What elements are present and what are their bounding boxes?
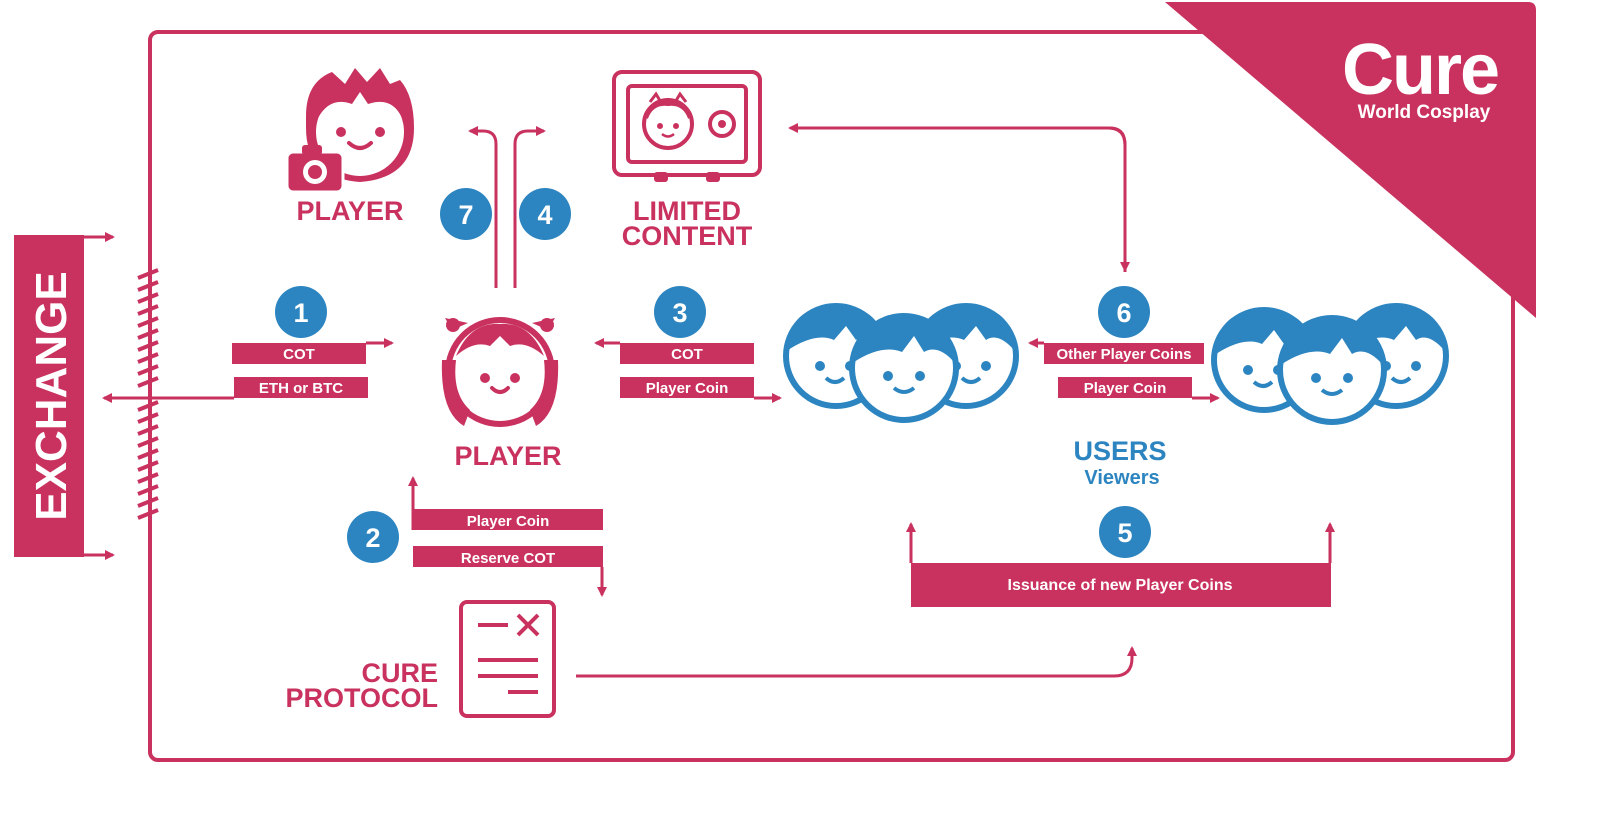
flow-tag-issuance [911, 563, 1331, 607]
brand-name: Cure [1342, 30, 1498, 110]
step-6: 6 [1098, 286, 1150, 338]
flow-label-other-player-coins: Other Player Coins [1056, 346, 1191, 363]
exchange-block: EXCHANGE [14, 232, 115, 560]
svg-text:6: 6 [1116, 298, 1131, 328]
flow-tag-player-coin-6 [1058, 377, 1192, 398]
flow-label-player-coin-2: Player Coin [467, 513, 550, 530]
flow-tag-player-coin-2 [413, 509, 603, 530]
exchange-gate [137, 268, 159, 520]
svg-text:1: 1 [293, 298, 308, 328]
player-face-icon [441, 317, 559, 427]
flow-arrow-content-users [788, 123, 1127, 272]
cure-protocol-label-2: PROTOCOL [285, 683, 438, 713]
safe-icon [612, 70, 762, 182]
flow-tag-other-player-coins [1044, 343, 1204, 364]
svg-text:4: 4 [537, 200, 552, 230]
users-label: USERS [1073, 436, 1166, 466]
user-group-left [783, 303, 1019, 423]
player-photographer-icon [285, 68, 414, 194]
flow-label-cot-3: COT [671, 346, 703, 363]
camera-icon [285, 145, 345, 194]
flow-label-player-coin-3: Player Coin [646, 380, 729, 397]
limited-content-label-1: LIMITED [633, 196, 741, 226]
svg-text:7: 7 [458, 200, 473, 230]
player-center-label: PLAYER [454, 441, 561, 471]
main-frame [148, 30, 1515, 762]
flow-label-issuance: Issuance of new Player Coins [1008, 577, 1233, 594]
user-group-right [1211, 303, 1449, 425]
flow-label-cot-1: COT [283, 346, 315, 363]
exchange-label: EXCHANGE [27, 271, 76, 520]
flow-arrow-protocol-issuance [576, 646, 1137, 678]
svg-text:2: 2 [365, 523, 380, 553]
users-sub-label: Viewers [1084, 467, 1159, 489]
cure-protocol-label-1: CURE [361, 658, 438, 688]
flow-tag-player-coin-3 [620, 377, 754, 398]
svg-text:3: 3 [672, 298, 687, 328]
flow-tag-eth-btc [234, 377, 368, 398]
svg-text:5: 5 [1117, 518, 1132, 548]
brand-corner: Cure World Cosplay [1165, 2, 1536, 318]
user-face-icon [1277, 315, 1387, 425]
flow-label-eth-btc: ETH or BTC [259, 380, 343, 397]
flow-tag-cot-1 [232, 343, 366, 364]
document-icon [459, 600, 556, 718]
step-7: 7 [440, 188, 492, 240]
flow-tag-reserve-cot [413, 546, 603, 567]
flow-arrow-7 [468, 126, 498, 288]
step-3: 3 [654, 286, 706, 338]
flow-label-reserve-cot: Reserve COT [461, 550, 555, 567]
user-face-icon [849, 313, 959, 423]
step-2: 2 [347, 511, 399, 563]
flow-label-player-coin-6: Player Coin [1084, 380, 1167, 397]
step-5: 5 [1099, 506, 1151, 558]
flow-tag-cot-3 [620, 343, 754, 364]
step-1: 1 [275, 286, 327, 338]
step-4: 4 [519, 188, 571, 240]
brand-tagline: World Cosplay [1358, 102, 1491, 123]
player-top-label: PLAYER [296, 196, 403, 226]
flow-arrow-4 [513, 126, 546, 288]
limited-content-label-2: CONTENT [622, 221, 753, 251]
